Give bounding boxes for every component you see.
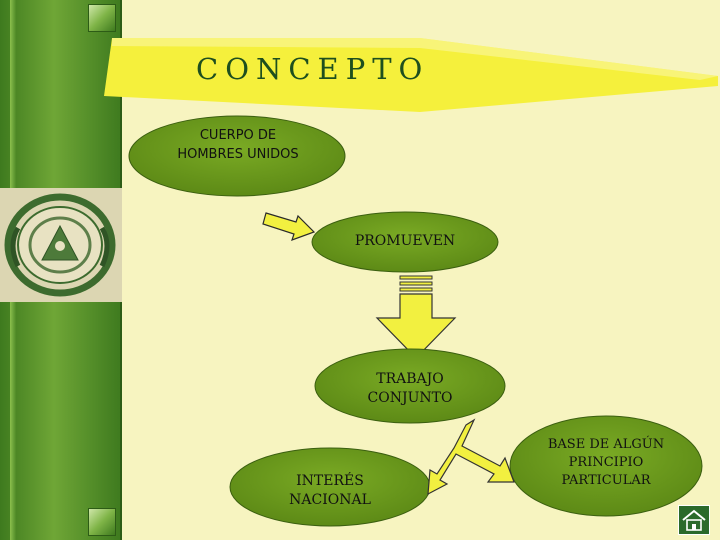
page-title: CONCEPTO (196, 52, 430, 86)
node-interes-label: INTERÉS NACIONAL (289, 473, 371, 508)
home-icon (682, 509, 706, 531)
home-button[interactable] (678, 505, 710, 535)
node-trabajo-shape (314, 348, 506, 424)
node-promueven-label: PROMUEVEN (354, 233, 456, 249)
node-promueven-shape (311, 211, 499, 273)
arrow-to-promueven (262, 212, 316, 241)
emblem-seal (0, 188, 122, 302)
arrow-split (427, 418, 515, 496)
sidebar-top-square (88, 4, 116, 32)
node-cuerpo-label: CUERPO DE HOMBRES UNIDOS (177, 128, 299, 162)
seal-icon (0, 188, 122, 302)
title-banner (104, 38, 718, 112)
sidebar-bottom-square (88, 508, 116, 536)
node-base-shape (509, 415, 703, 517)
node-trabajo-label: TRABAJO CONJUNTO (367, 371, 453, 406)
arrow-down-to-trabajo (375, 275, 457, 359)
node-base-label: BASE DE ALGÚN PRINCIPIO PARTICULAR (547, 437, 665, 488)
node-cuerpo-shape (128, 115, 346, 197)
